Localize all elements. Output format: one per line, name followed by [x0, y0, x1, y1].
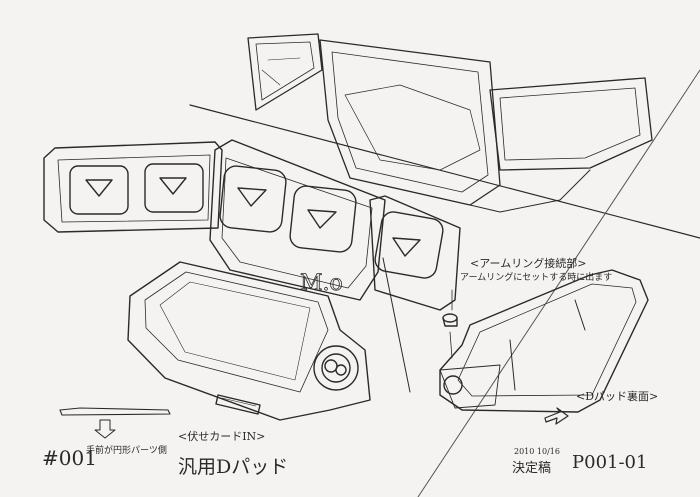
card-slot-label: <伏せカードIN>: [178, 430, 266, 443]
folded-view: [247, 33, 653, 213]
side-note: 手前が円形パーツ側: [86, 446, 167, 456]
model-number: #001: [42, 446, 97, 470]
open-panel: M.o: [43, 139, 461, 311]
product-name: 汎用Dパッド: [178, 456, 289, 478]
arm-ring-label: <アームリング接続部>: [470, 257, 587, 270]
card-tray: [127, 261, 371, 421]
date-label: 2010 10/16: [514, 447, 560, 456]
divider-line-lower: [382, 257, 411, 393]
divider-line-diagonal: [417, 69, 700, 497]
back-view: [439, 269, 649, 413]
side-profile: [59, 407, 171, 439]
back-label: <Dパッド裏面>: [576, 390, 659, 403]
divider-line-top: [189, 104, 700, 239]
svg-text:M.o: M.o: [300, 271, 343, 296]
direction-arrow: [544, 407, 569, 425]
page-code: P001-01: [572, 452, 648, 473]
arm-ring-note: アームリングにセットする時に出ます: [460, 273, 613, 283]
status-label: 決定稿: [512, 461, 552, 476]
